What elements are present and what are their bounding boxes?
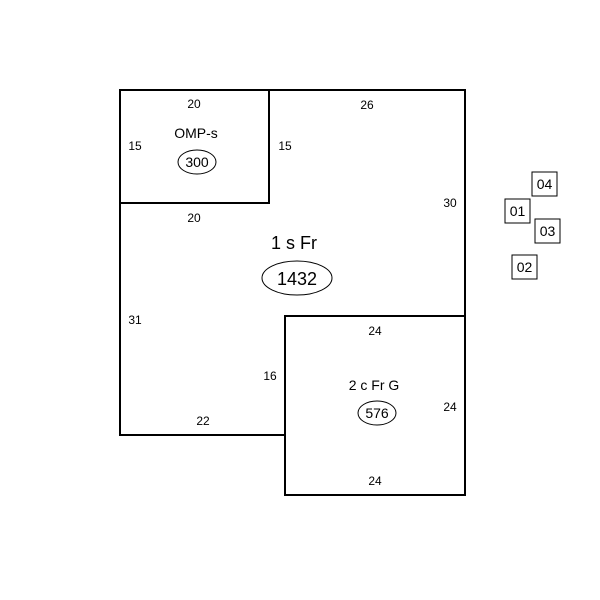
main-outline xyxy=(268,89,466,317)
garage-area-oval xyxy=(357,400,397,426)
tag-03: 03 xyxy=(534,218,561,244)
garage-name: 2 c Fr G xyxy=(349,377,400,393)
tag-03-label: 03 xyxy=(540,223,556,239)
main-dim-top: 26 xyxy=(360,98,374,112)
main-dim-bottom: 22 xyxy=(196,414,210,428)
tag-04: 04 xyxy=(531,171,558,197)
omp-area-value: 300 xyxy=(185,154,209,170)
tag-04-label: 04 xyxy=(537,176,553,192)
omp-section xyxy=(119,89,270,204)
omp-dim-bottom: 20 xyxy=(187,211,201,225)
main-area-value: 1432 xyxy=(277,269,317,289)
omp-outline xyxy=(119,89,270,204)
garage-area-value: 576 xyxy=(365,405,389,421)
omp-name: OMP-s xyxy=(174,125,218,141)
tag-02: 02 xyxy=(511,254,538,280)
tag-01-label: 01 xyxy=(510,203,526,219)
main-dim-right: 30 xyxy=(443,196,457,210)
omp-dim-top: 20 xyxy=(187,97,201,111)
main-name: 1 s Fr xyxy=(271,233,317,253)
omp-dim-right: 15 xyxy=(278,139,292,153)
omp-dim-left: 15 xyxy=(128,139,142,153)
garage-section xyxy=(284,315,466,496)
tag-01: 01 xyxy=(504,198,531,224)
main-area-oval xyxy=(261,260,333,296)
omp-area-oval xyxy=(177,149,217,175)
garage-outline xyxy=(284,315,466,496)
main-dim-inner: 16 xyxy=(263,369,277,383)
garage-dim-bottom: 24 xyxy=(368,474,382,488)
tag-02-label: 02 xyxy=(517,259,533,275)
garage-dim-right: 24 xyxy=(443,400,457,414)
garage-dim-top: 24 xyxy=(368,324,382,338)
main-dim-left: 31 xyxy=(128,313,142,327)
